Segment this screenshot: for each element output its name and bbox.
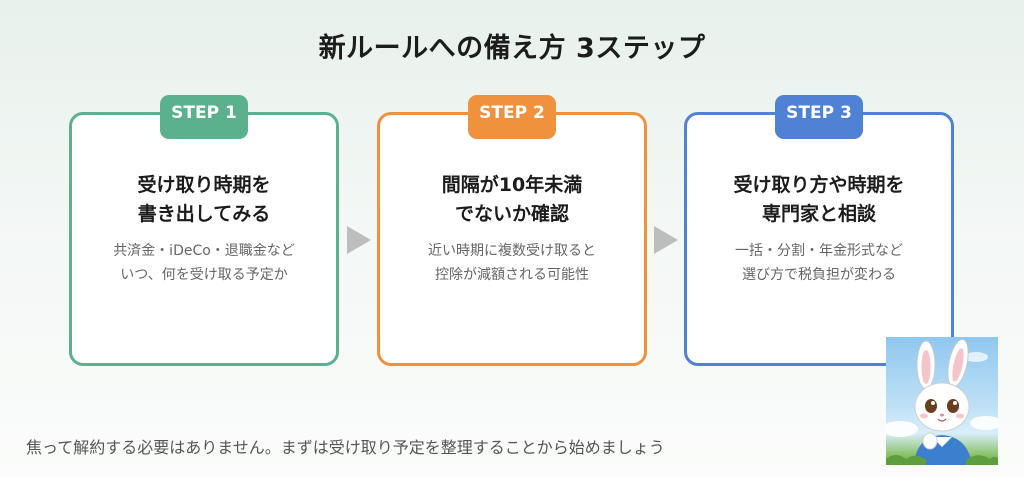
- step-1-card: STEP 1 受け取り時期を 書き出してみる 共済金・iDeCo・退職金など い…: [69, 95, 339, 366]
- footer-note: 焦って解約する必要はありません。まずは受け取り予定を整理することから始めましょう: [26, 438, 665, 457]
- step-3-description: 一括・分割・年金形式など 選び方で税負担が変わる: [735, 243, 903, 283]
- step-1-heading: 受け取り時期を 書き出してみる: [137, 174, 271, 225]
- step-3-heading: 受け取り方や時期を 専門家と相談: [733, 174, 905, 225]
- step-1-description: 共済金・iDeCo・退職金など いつ、何を受け取る予定か: [113, 243, 295, 283]
- step-3-card: STEP 3 受け取り方や時期を 専門家と相談 一括・分割・年金形式など 選び方…: [684, 95, 954, 366]
- page-title: 新ルールへの備え方 3ステップ: [318, 33, 706, 64]
- rabbit-mascot-icon: [886, 337, 998, 465]
- step-1-badge: STEP 1: [160, 95, 248, 139]
- step-3-badge: STEP 3: [775, 95, 863, 139]
- arrow-right-icon: [654, 226, 678, 254]
- step-2-badge: STEP 2: [468, 95, 556, 139]
- arrow-right-icon: [347, 226, 371, 254]
- step-2-card: STEP 2 間隔が10年未満 でないか確認 近い時期に複数受け取ると 控除が減…: [377, 95, 647, 366]
- step-2-description: 近い時期に複数受け取ると 控除が減額される可能性: [428, 243, 596, 283]
- step-2-heading: 間隔が10年未満 でないか確認: [441, 174, 583, 225]
